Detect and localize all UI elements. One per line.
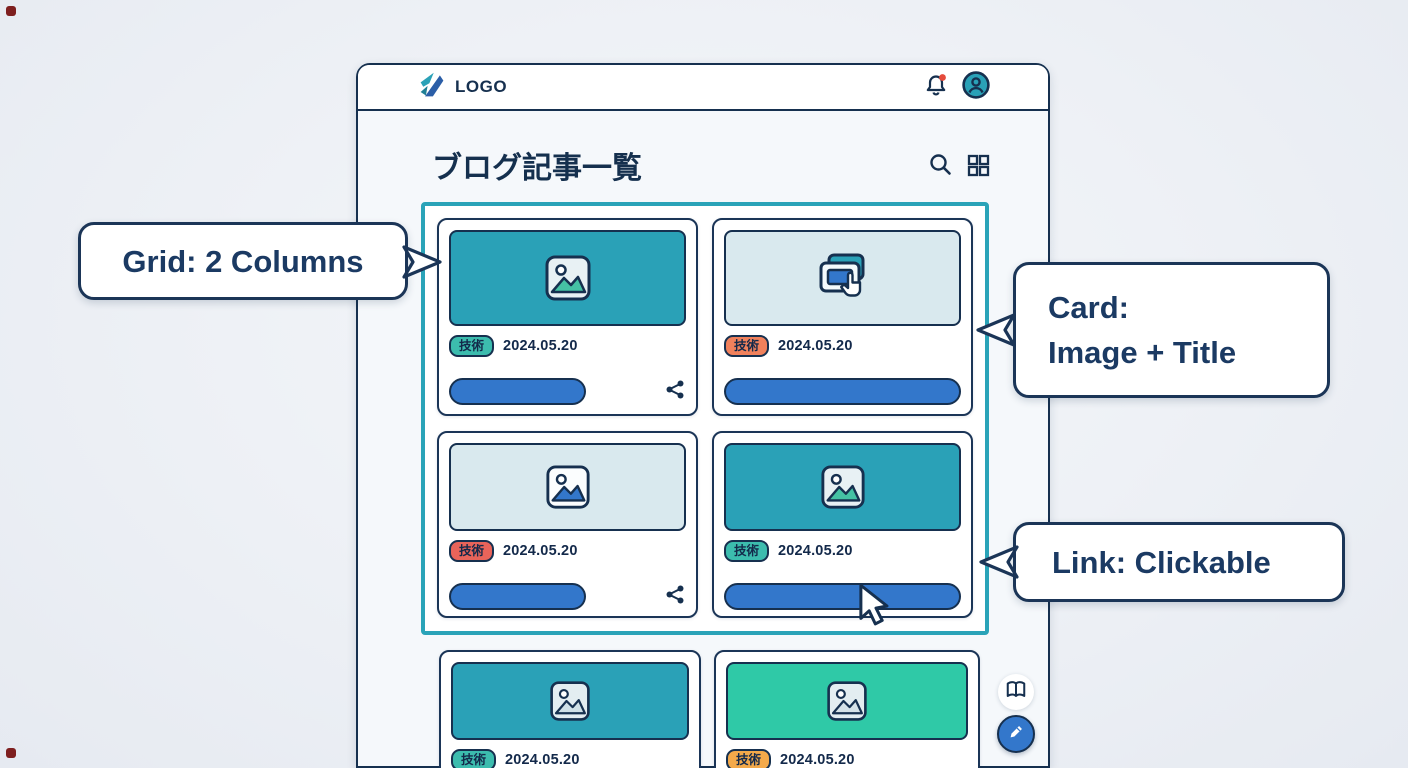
search-icon[interactable] bbox=[928, 152, 953, 182]
category-badge[interactable]: 技術 bbox=[451, 749, 497, 768]
user-avatar[interactable] bbox=[962, 70, 990, 104]
page-title: ブログ記事一覧 bbox=[432, 152, 642, 185]
card-image-thumbnail[interactable] bbox=[724, 230, 961, 326]
post-date: 2024.05.20 bbox=[503, 543, 578, 559]
blog-card-grid: 技術 2024.05.20 bbox=[421, 202, 989, 635]
book-icon bbox=[1005, 679, 1027, 706]
post-date: 2024.05.20 bbox=[778, 543, 853, 559]
card-image-thumbnail[interactable] bbox=[726, 662, 968, 740]
callout-text-line1: Card: bbox=[1048, 290, 1129, 325]
callout-arrow-right bbox=[402, 245, 442, 279]
brand[interactable]: LOGO bbox=[418, 71, 507, 104]
blog-card[interactable]: 技術 2024.05.20 bbox=[712, 218, 973, 416]
post-date: 2024.05.20 bbox=[778, 338, 853, 354]
category-badge[interactable]: 技術 bbox=[726, 749, 772, 768]
callout-card-annotation: Card: Image + Title bbox=[1013, 262, 1330, 398]
app-header: LOGO bbox=[358, 65, 1048, 111]
blog-card[interactable]: 技術 2024.05.20 bbox=[437, 431, 698, 618]
photo-placeholder-icon bbox=[827, 681, 867, 721]
reading-list-button[interactable] bbox=[998, 674, 1034, 710]
card-image-thumbnail[interactable] bbox=[449, 443, 686, 531]
category-badge[interactable]: 技術 bbox=[449, 335, 495, 357]
share-icon[interactable] bbox=[665, 379, 686, 405]
logo-mark-icon bbox=[418, 71, 446, 104]
callout-link-annotation: Link: Clickable bbox=[1013, 522, 1345, 602]
read-more-link[interactable] bbox=[449, 583, 587, 610]
post-date: 2024.05.20 bbox=[780, 752, 855, 768]
blog-card[interactable]: 技術 2024.05.20 bbox=[439, 650, 701, 768]
callout-grid-annotation: Grid: 2 Columns bbox=[78, 222, 408, 300]
read-more-link[interactable] bbox=[724, 583, 961, 610]
logo-text: LOGO bbox=[455, 77, 508, 96]
share-icon[interactable] bbox=[665, 584, 686, 610]
pencil-icon bbox=[1007, 723, 1025, 746]
corner-artifact-top-left bbox=[6, 6, 16, 16]
category-badge[interactable]: 技術 bbox=[449, 540, 495, 562]
compose-fab-button[interactable] bbox=[997, 715, 1035, 753]
read-more-link[interactable] bbox=[724, 378, 961, 405]
callout-text: Grid: 2 Columns bbox=[122, 243, 364, 279]
callout-text: Link: Clickable bbox=[1052, 544, 1271, 580]
corner-artifact-bottom-left bbox=[6, 748, 16, 758]
photo-placeholder-icon bbox=[550, 681, 590, 721]
read-more-link[interactable] bbox=[449, 378, 587, 405]
blog-card[interactable]: 技術 2024.05.20 bbox=[714, 650, 980, 768]
card-image-thumbnail[interactable] bbox=[724, 443, 961, 531]
card-image-thumbnail[interactable] bbox=[449, 230, 686, 326]
category-badge[interactable]: 技術 bbox=[724, 335, 770, 357]
blog-card[interactable]: 技術 2024.05.20 bbox=[712, 431, 973, 618]
grid-view-icon[interactable] bbox=[966, 153, 990, 182]
app-window: LOGO ブログ記事一覧 bbox=[356, 63, 1050, 768]
photo-placeholder-icon bbox=[545, 465, 590, 509]
post-date: 2024.05.20 bbox=[503, 338, 578, 354]
post-date: 2024.05.20 bbox=[505, 752, 580, 768]
photo-placeholder-icon bbox=[545, 255, 590, 301]
callout-arrow-left bbox=[979, 545, 1019, 579]
notification-bell-icon[interactable] bbox=[923, 72, 949, 103]
clickable-frames-hand-cursor-icon bbox=[819, 253, 864, 297]
card-image-thumbnail[interactable] bbox=[451, 662, 689, 740]
category-badge[interactable]: 技術 bbox=[724, 540, 770, 562]
callout-arrow-left bbox=[976, 313, 1016, 347]
blog-card[interactable]: 技術 2024.05.20 bbox=[437, 218, 698, 416]
photo-placeholder-icon bbox=[820, 465, 865, 509]
callout-text-line2: Image + Title bbox=[1048, 335, 1237, 370]
mouse-pointer-icon bbox=[859, 584, 889, 626]
